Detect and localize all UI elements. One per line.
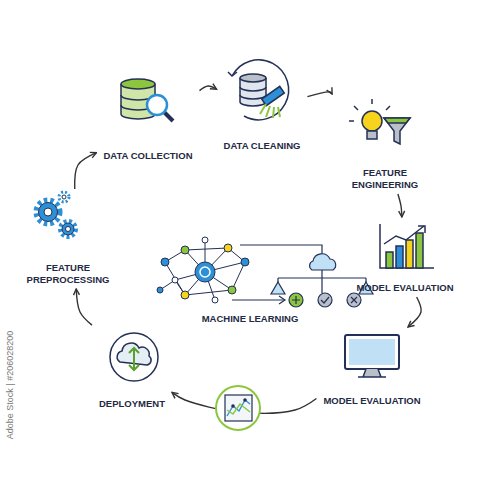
watermark: Adobe Stock | #206028200: [5, 331, 15, 439]
step-label: FEATURE ENGINEERING: [337, 167, 433, 191]
step-label: MODEL EVALUATION: [323, 395, 420, 407]
step-node: DATA COLLECTION: [99, 75, 196, 162]
cleaning-icon: [228, 60, 289, 120]
step-label: FEATURE PREPROCESSING: [20, 262, 116, 286]
cycle-arrow: [75, 153, 97, 189]
chart-circle-icon: [216, 386, 260, 430]
cycle-arrow: [307, 92, 332, 97]
step-node: MODEL EVALUATION: [319, 330, 424, 407]
monitor-icon: [345, 335, 399, 377]
bar-chart-icon: [380, 224, 434, 268]
cycle-arrow: [76, 289, 92, 325]
step-label: DEPLOYMENT: [99, 398, 165, 410]
cycle-arrow: [200, 86, 217, 91]
step-label: MACHINE LEARNING: [202, 313, 299, 325]
neural-network-icon: [157, 237, 285, 304]
cycle-arrow: [398, 194, 402, 217]
center-title-node: MACHINE LEARNING: [198, 313, 303, 325]
step-label: DATA COLLECTION: [103, 150, 192, 162]
deployment-icon: [110, 333, 158, 381]
step-label: MODEL EVALUATION: [356, 282, 453, 294]
step-node: DATA CLEANING: [220, 60, 305, 152]
bulb-funnel-icon: [349, 99, 410, 144]
step-node: DEPLOYMENT: [95, 328, 169, 410]
step-node: FEATURE ENGINEERING: [333, 97, 437, 191]
cycle-arrow: [408, 297, 421, 327]
database-icon: [121, 79, 173, 121]
gears-icon: [36, 192, 76, 237]
step-label: DATA CLEANING: [224, 140, 301, 152]
step-node: MODEL EVALUATION: [352, 220, 457, 294]
decision-tree-icon: [240, 245, 373, 307]
step-node: FEATURE PREPROCESSING: [16, 192, 120, 286]
